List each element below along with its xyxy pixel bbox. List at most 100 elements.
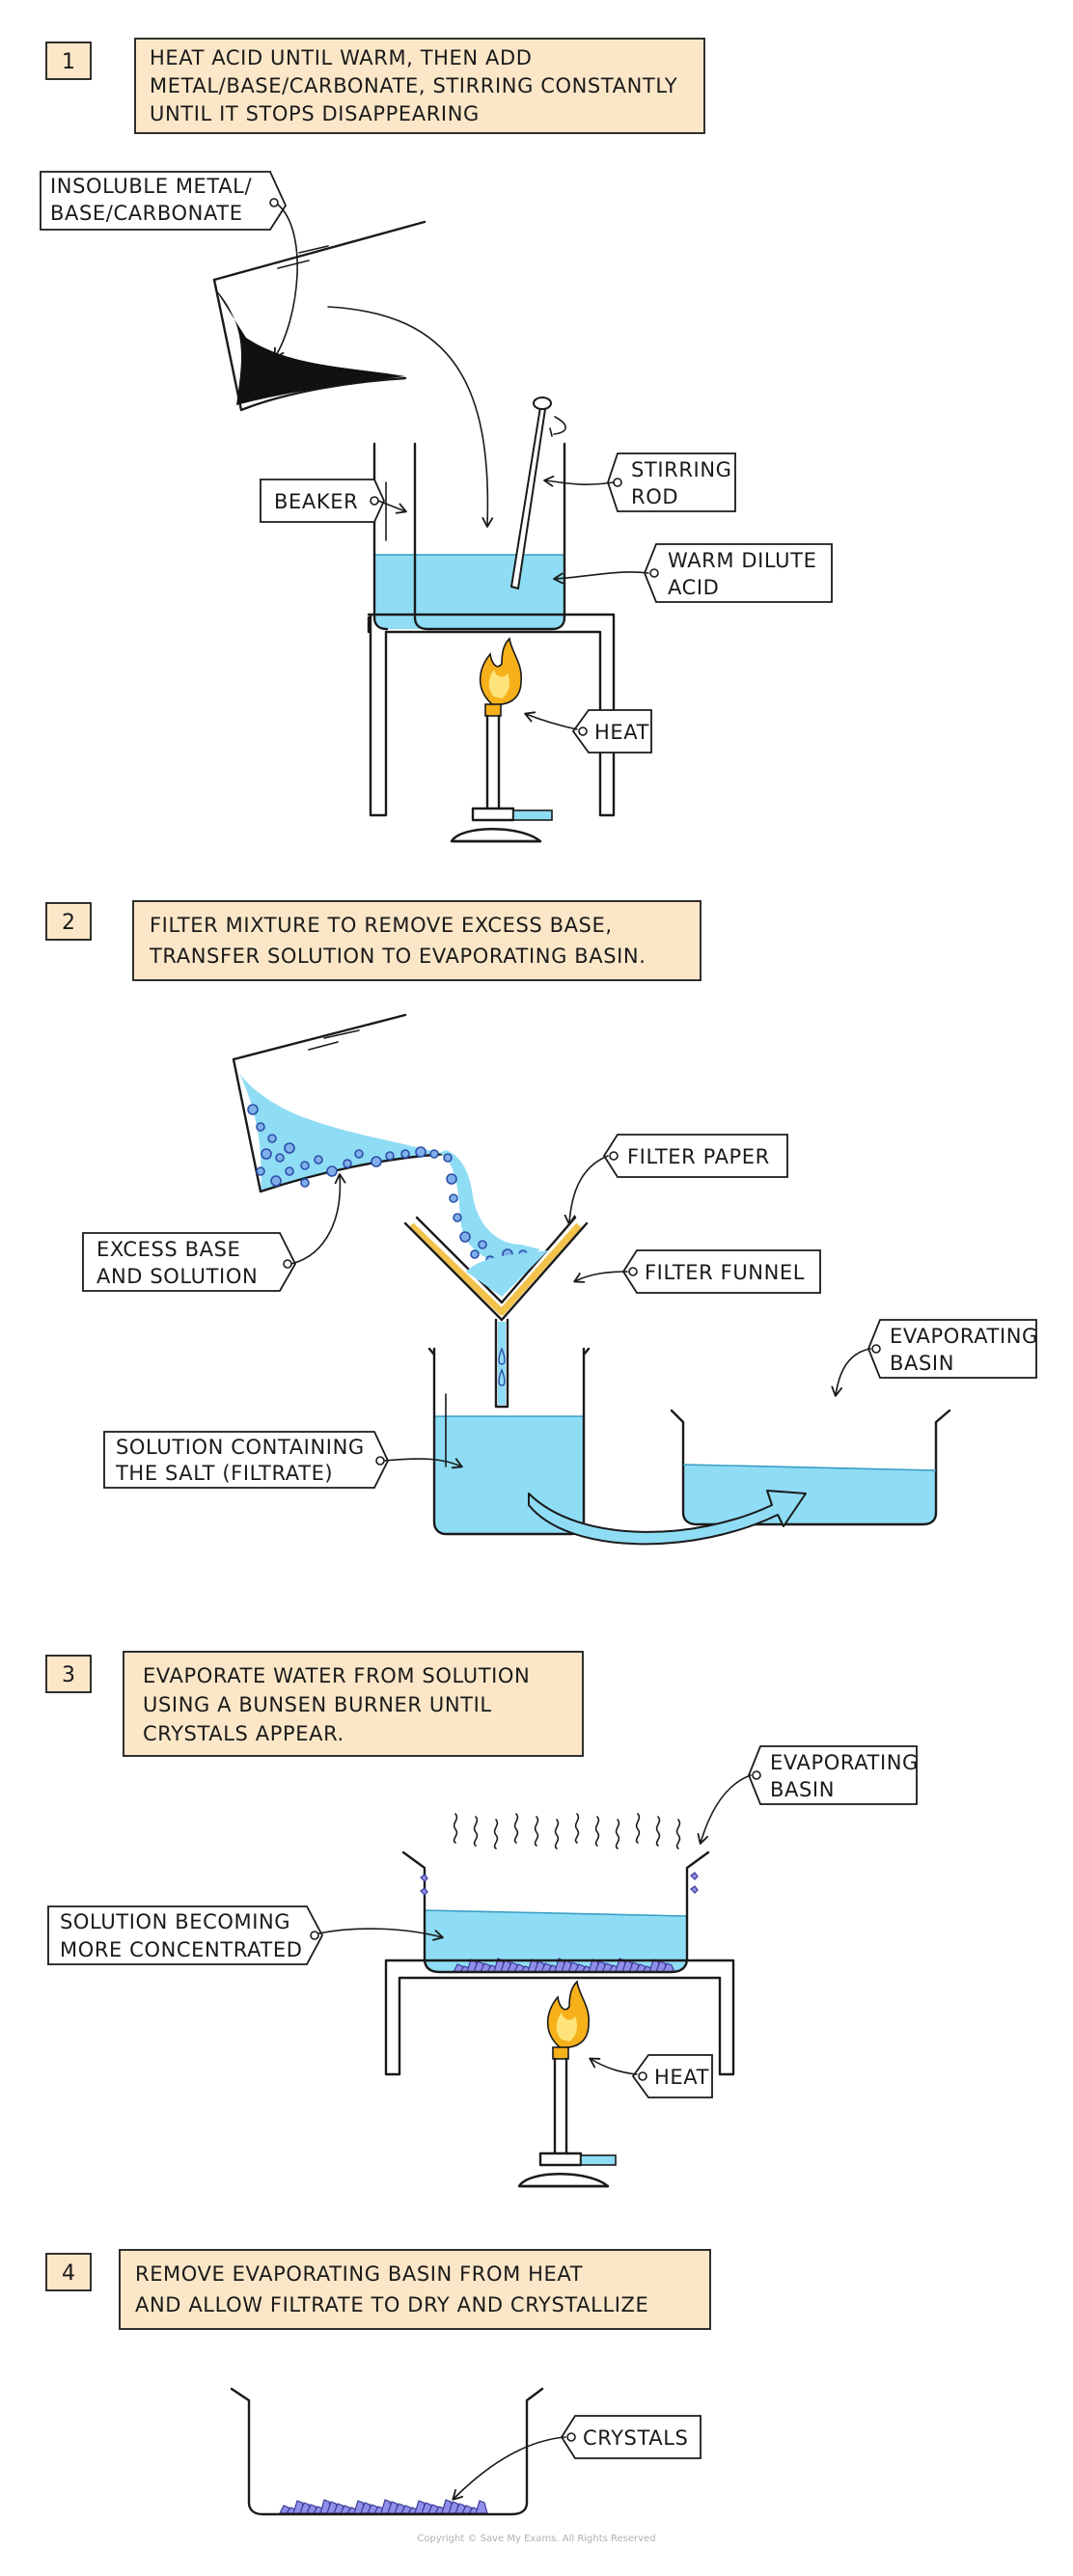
step-3-line-3: CRYSTALS APPEAR. <box>143 1722 344 1745</box>
solid-bead <box>443 1153 453 1163</box>
solid-bead <box>261 1148 272 1160</box>
label-basin-3-line-2: BASIN <box>770 1778 835 1801</box>
label-insoluble-line-2: BASE/CARBONATE <box>50 202 243 225</box>
label-stirring-line-1: STIRRING <box>631 458 732 481</box>
label-crystals: CRYSTALS <box>452 2415 702 2501</box>
bunsen-burner-1 <box>450 637 553 843</box>
label-basin-2-line-1: EVAPORATING <box>890 1325 1038 1348</box>
step-1: 1 HEAT ACID UNTIL WARM, THEN ADD METAL/B… <box>40 38 833 843</box>
bunsen-burner-3 <box>517 1980 617 2188</box>
label-excess-line-2: AND SOLUTION <box>96 1265 258 1288</box>
solid-bead <box>343 1159 352 1168</box>
label-heat-3: HEAT <box>589 2054 713 2098</box>
solid-bead <box>371 1156 382 1167</box>
solid-bead <box>256 1166 265 1176</box>
steam-wisp <box>655 1816 661 1847</box>
steam-wisp <box>615 1819 620 1850</box>
step-4: 4 REMOVE EVAPORATING BASIN FROM HEAT AND… <box>45 2249 711 2516</box>
label-acid-line-2: ACID <box>668 576 719 599</box>
evaporating-basin-3 <box>401 1850 710 1974</box>
stirring-rod <box>509 397 566 590</box>
label-heat-1-text: HEAT <box>594 721 649 744</box>
powder-arrow <box>327 306 494 528</box>
label-filtrate-line-2: THE SALT (FILTRATE) <box>115 1462 333 1485</box>
solid-bead <box>478 1240 487 1249</box>
steam-wisp <box>513 1813 519 1844</box>
step-3-number-box <box>45 1655 92 1693</box>
steam-wisp <box>594 1816 600 1847</box>
label-insoluble-line-1: INSOLUBLE METAL/ <box>50 175 252 198</box>
copyright-notice: Copyright © Save My Exams. All Rights Re… <box>417 2534 655 2544</box>
label-concentrated-line-2: MORE CONCENTRATED <box>60 1938 303 1961</box>
label-crystals-text: CRYSTALS <box>583 2426 688 2450</box>
step-3-instruction-box <box>123 1651 584 1757</box>
solid-bead <box>446 1173 457 1185</box>
step-4-line-1: REMOVE EVAPORATING BASIN FROM HEAT <box>135 2262 583 2286</box>
step-2-instruction-box <box>132 900 702 981</box>
step-4-instruction-box <box>119 2249 711 2330</box>
step-2-number: 2 <box>62 911 75 935</box>
step-1-line-2: METAL/BASE/CARBONATE, STIRRING CONSTANTL… <box>150 74 677 97</box>
label-filter-paper: FILTER PAPER <box>564 1134 788 1225</box>
label-evaporating-basin-2: EVAPORATING BASIN <box>831 1319 1038 1397</box>
steam-wisp <box>635 1813 641 1844</box>
label-basin-2-line-2: BASIN <box>890 1352 954 1375</box>
evaporating-basin-2 <box>670 1409 951 1526</box>
step-4-number: 4 <box>62 2261 75 2286</box>
label-beaker: BEAKER <box>260 479 407 523</box>
label-insoluble-metal: INSOLUBLE METAL/ BASE/CARBONATE <box>40 171 298 359</box>
label-stirring-line-2: ROD <box>631 485 678 508</box>
solid-bead <box>385 1151 395 1161</box>
filter-funnel <box>403 1216 589 1409</box>
steam-wisp <box>453 1813 458 1844</box>
step-3-line-1: EVAPORATE WATER FROM SOLUTION <box>143 1664 530 1687</box>
label-filter-paper-text: FILTER PAPER <box>627 1145 770 1168</box>
steam-wisp <box>473 1816 479 1847</box>
crystal <box>475 2500 488 2514</box>
label-concentrated-line-1: SOLUTION BECOMING <box>60 1910 290 1933</box>
label-filter-funnel-text: FILTER FUNNEL <box>645 1261 805 1284</box>
label-beaker-text: BEAKER <box>274 490 358 513</box>
solid-bead <box>449 1193 458 1203</box>
step-1-line-3: UNTIL IT STOPS DISAPPEARING <box>150 102 480 125</box>
solid-bead <box>300 1178 310 1188</box>
steam-wisp <box>534 1816 539 1847</box>
steam-wisp <box>574 1813 580 1844</box>
crystals-in-basin-4 <box>279 2499 488 2514</box>
label-heat-3-text: HEAT <box>654 2066 709 2089</box>
step-2-line-1: FILTER MIXTURE TO REMOVE EXCESS BASE, <box>150 914 613 937</box>
label-evaporating-basin-3: EVAPORATING BASIN <box>697 1745 918 1845</box>
label-acid-line-1: WARM DILUTE <box>668 549 816 572</box>
solid-bead <box>300 1161 310 1170</box>
solid-bead <box>270 1175 282 1187</box>
solid-bead <box>247 1104 259 1115</box>
step-3: 3 EVAPORATE WATER FROM SOLUTION USING A … <box>45 1651 918 2188</box>
solid-bead <box>284 1142 295 1154</box>
pouring-container <box>212 220 426 412</box>
tripod-3 <box>384 1959 735 2076</box>
step-2-number-box <box>45 902 92 941</box>
step-1-number-box <box>45 41 92 80</box>
solid-bead <box>400 1149 410 1159</box>
label-filter-funnel: FILTER FUNNEL <box>573 1249 821 1294</box>
steam-wisp <box>554 1819 560 1850</box>
step-3-number: 3 <box>62 1663 75 1687</box>
step-4-number-box <box>45 2253 92 2291</box>
solid-bead <box>429 1149 439 1159</box>
solid-bead <box>470 1249 480 1259</box>
solid-bead <box>459 1231 471 1243</box>
solid-bead <box>415 1146 426 1158</box>
solid-bead <box>314 1155 323 1165</box>
step-2: 2 FILTER MIXTURE TO REMOVE EXCESS BASE, … <box>45 900 1038 1546</box>
solid-bead <box>285 1166 294 1176</box>
solid-bead <box>354 1149 364 1159</box>
step-3-line-2: USING A BUNSEN BURNER UNTIL <box>143 1693 492 1716</box>
label-concentrated: SOLUTION BECOMING MORE CONCENTRATED <box>47 1905 444 1965</box>
label-warm-acid: WARM DILUTE ACID <box>553 543 833 603</box>
label-excess-line-1: EXCESS BASE <box>96 1238 240 1261</box>
label-filtrate-line-1: SOLUTION CONTAINING <box>116 1436 365 1459</box>
steam-wisp <box>675 1819 681 1850</box>
solid-bead <box>256 1122 265 1132</box>
label-filtrate: SOLUTION CONTAINING THE SALT (FILTRATE) <box>103 1431 463 1489</box>
